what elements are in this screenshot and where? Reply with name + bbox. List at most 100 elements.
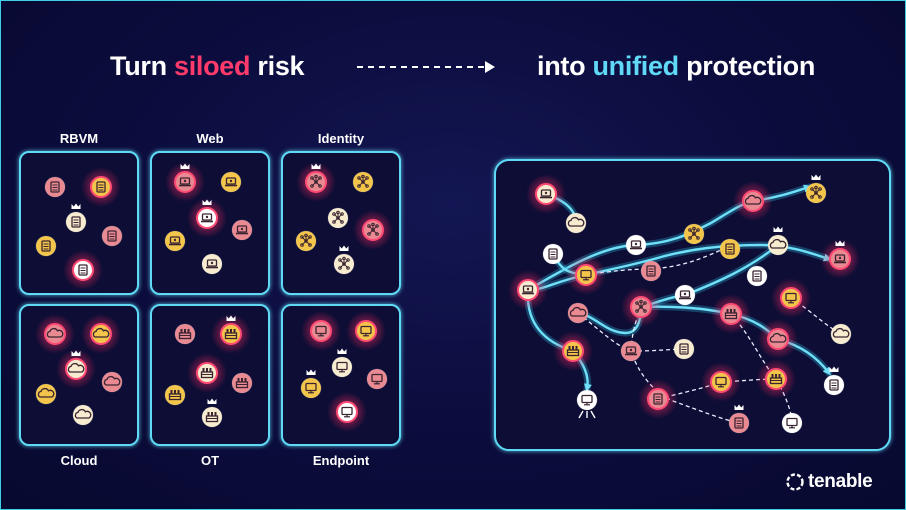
server-icon <box>65 211 87 233</box>
tenable-logo-icon <box>786 473 804 491</box>
headline-right-prefix: into <box>537 51 593 81</box>
server-icon <box>728 412 750 434</box>
headline-siloed: siloed <box>173 51 251 81</box>
cloud-icon <box>35 383 57 405</box>
monitor-icon <box>701 362 741 402</box>
crown-icon <box>339 245 349 251</box>
identity-network-icon <box>621 287 661 327</box>
identity-network-icon <box>333 253 355 275</box>
monitor-icon <box>366 368 388 390</box>
headline-unified: unified <box>592 51 679 81</box>
server-icon <box>542 243 564 265</box>
tenable-logo-text: tenable <box>808 471 873 492</box>
crown-icon <box>734 404 744 410</box>
monitor-icon <box>327 392 367 432</box>
crown-icon <box>306 369 316 375</box>
ot-factory-icon <box>231 372 253 394</box>
crown-icon <box>180 163 190 169</box>
tenable-logo: tenable <box>785 471 873 493</box>
server-icon <box>746 265 768 287</box>
server-icon <box>640 260 662 282</box>
ot-factory-icon <box>187 353 227 393</box>
headline-left-prefix: Turn <box>110 51 174 81</box>
laptop-icon <box>625 234 647 256</box>
cloud-icon <box>35 314 75 354</box>
cloud-icon <box>565 212 587 234</box>
laptop-icon <box>220 171 242 193</box>
crown-icon <box>226 315 236 321</box>
crown-icon <box>773 226 783 232</box>
cloud-icon <box>567 302 589 324</box>
crown-icon <box>337 348 347 354</box>
server-icon <box>35 235 57 257</box>
identity-network-icon <box>327 207 349 229</box>
ot-factory-icon <box>201 406 223 428</box>
laptop-icon <box>620 340 642 362</box>
headline-right: into unified protection <box>537 51 815 82</box>
server-icon <box>63 250 103 290</box>
silo-label-rbvm: RBVM <box>59 131 99 146</box>
laptop-icon <box>526 174 566 214</box>
crown-icon <box>71 350 81 356</box>
ot-factory-icon <box>211 314 251 354</box>
ot-factory-icon <box>174 323 196 345</box>
monitor-icon <box>331 356 353 378</box>
identity-network-icon <box>805 182 827 204</box>
cloud-icon <box>767 234 789 256</box>
laptop-icon <box>165 162 205 202</box>
server-icon <box>719 238 741 260</box>
identity-network-icon <box>353 210 393 250</box>
crown-icon <box>202 199 212 205</box>
server-icon <box>101 225 123 247</box>
cloud-icon <box>101 371 123 393</box>
cloud-icon <box>72 404 94 426</box>
crown-icon <box>71 203 81 209</box>
ot-factory-icon <box>553 331 593 371</box>
server-icon <box>44 176 66 198</box>
laptop-icon <box>674 284 696 306</box>
cloud-icon <box>56 349 96 389</box>
laptop-icon <box>201 253 223 275</box>
laptop-icon <box>187 198 227 238</box>
headline-left-suffix: risk <box>250 51 305 81</box>
identity-network-icon <box>352 171 374 193</box>
server-icon <box>673 338 695 360</box>
server-icon <box>638 379 678 419</box>
monitor-icon <box>781 412 803 434</box>
ot-factory-icon <box>711 294 751 334</box>
silo-label-cloud: Cloud <box>60 453 98 468</box>
crown-icon <box>207 398 217 404</box>
laptop-icon <box>820 239 860 279</box>
identity-network-icon <box>683 223 705 245</box>
monitor-icon <box>576 389 598 411</box>
cloud-icon <box>733 181 773 221</box>
silo-label-ot: OT <box>200 453 220 468</box>
cloud-icon <box>81 314 121 354</box>
identity-network-icon <box>295 230 317 252</box>
laptop-icon <box>164 230 186 252</box>
silo-label-web: Web <box>196 131 224 146</box>
ot-factory-icon <box>756 359 796 399</box>
silo-label-endpoint: Endpoint <box>312 453 370 468</box>
cloud-icon <box>830 323 852 345</box>
monitor-icon <box>771 278 811 318</box>
cloud-icon <box>758 319 798 359</box>
laptop-icon <box>508 270 548 310</box>
server-icon <box>823 374 845 396</box>
monitor-icon <box>300 377 322 399</box>
identity-network-icon <box>296 162 336 202</box>
silo-label-identity: Identity <box>317 131 365 146</box>
crown-icon <box>811 174 821 180</box>
laptop-icon <box>231 219 253 241</box>
headline-right-suffix: protection <box>678 51 816 81</box>
server-icon <box>81 167 121 207</box>
transition-arrow-icon <box>357 61 495 73</box>
headline-left: Turn siloed risk <box>110 51 305 82</box>
ot-factory-icon <box>164 384 186 406</box>
crown-icon <box>311 163 321 169</box>
monitor-icon <box>301 311 341 351</box>
crown-icon <box>829 366 839 372</box>
monitor-icon <box>346 311 386 351</box>
